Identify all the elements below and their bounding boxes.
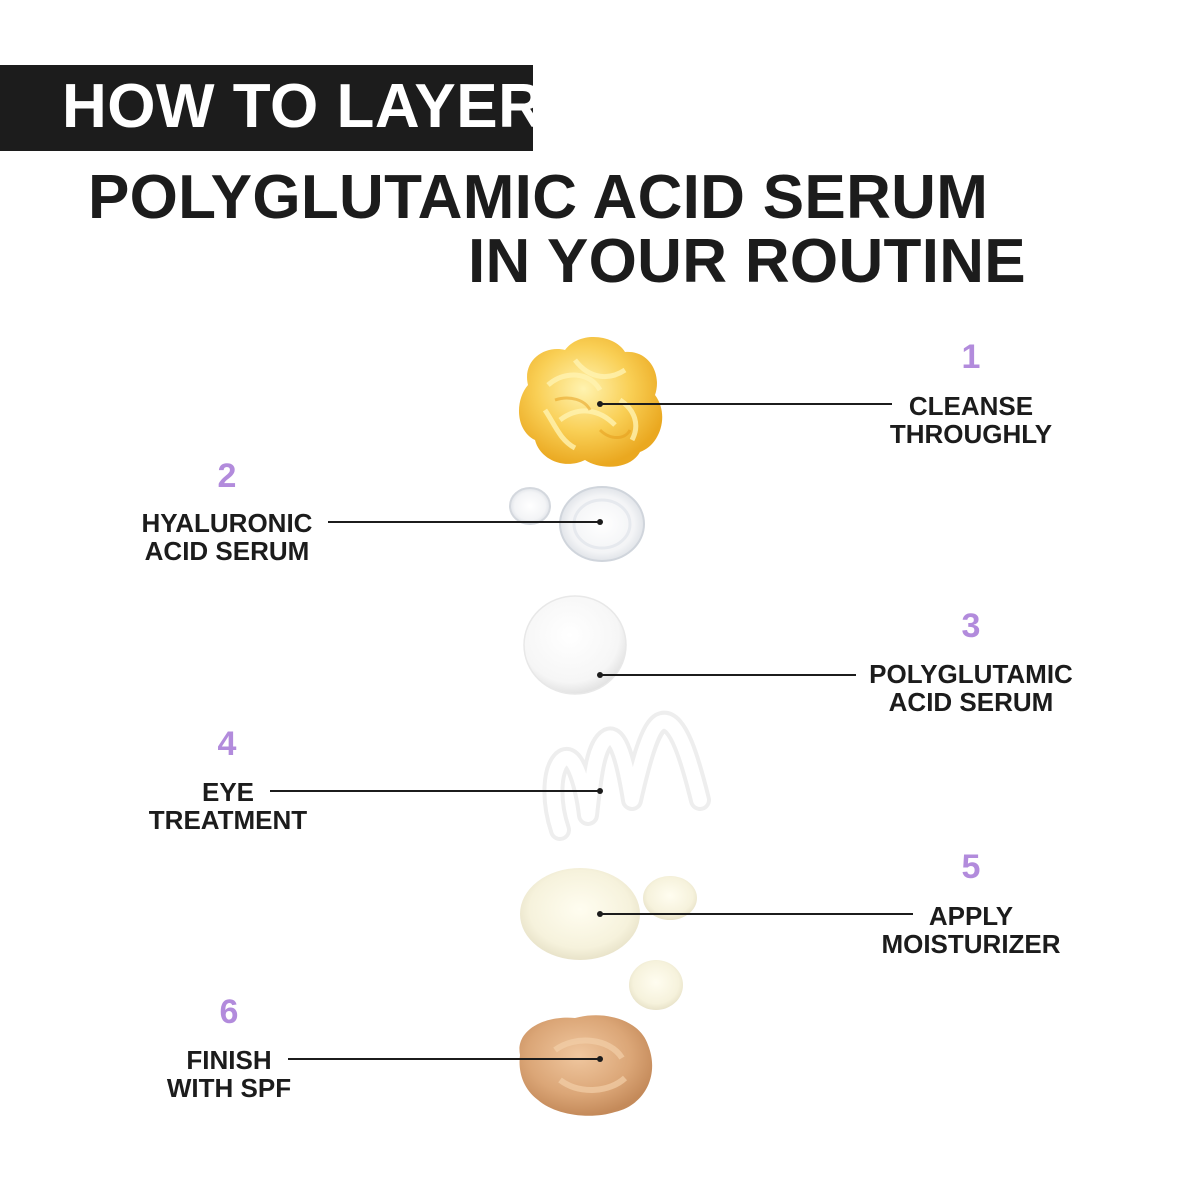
cleanser-swatch bbox=[518, 337, 663, 467]
step-1-label: CLEANSE THROUGHLY bbox=[889, 391, 1053, 449]
step-3-pointer-line bbox=[600, 674, 856, 676]
hyaluronic-swatch bbox=[509, 486, 645, 562]
step-4-number: 4 bbox=[217, 725, 237, 763]
polyglutamic-swatch bbox=[523, 595, 627, 695]
step-2-pointer-dot bbox=[597, 519, 603, 525]
step-1-number: 1 bbox=[961, 338, 981, 376]
step-2-label: HYALURONIC ACID SERUM bbox=[141, 508, 313, 566]
step-6-label: FINISH WITH SPF bbox=[166, 1045, 292, 1103]
step-4-pointer-line bbox=[270, 790, 600, 792]
step-4-pointer-dot bbox=[597, 788, 603, 794]
moisturizer-swatch bbox=[520, 868, 697, 1010]
step-6-pointer-dot bbox=[597, 1056, 603, 1062]
step-3-number: 3 bbox=[961, 607, 981, 645]
page-title-line-2: IN YOUR ROUTINE bbox=[468, 227, 1026, 296]
step-5-pointer-line bbox=[600, 913, 913, 915]
eye-treatment-swatch bbox=[542, 710, 711, 841]
step-2-pointer-line bbox=[328, 521, 600, 523]
step-6-pointer-line bbox=[288, 1058, 600, 1060]
page-title-line-1: POLYGLUTAMIC ACID SERUM bbox=[88, 163, 989, 232]
step-1-pointer-line bbox=[600, 403, 892, 405]
spf-swatch bbox=[519, 1015, 653, 1116]
step-4-label: EYE TREATMENT bbox=[148, 777, 308, 835]
step-5-label: APPLY MOISTURIZER bbox=[881, 901, 1061, 959]
title-banner: HOW TO LAYER bbox=[0, 65, 543, 151]
banner-title: HOW TO LAYER bbox=[62, 72, 544, 141]
step-2-number: 2 bbox=[217, 457, 237, 495]
step-6-number: 6 bbox=[219, 993, 239, 1031]
step-3-label: POLYGLUTAMIC ACID SERUM bbox=[869, 659, 1073, 717]
step-5-number: 5 bbox=[961, 848, 981, 886]
